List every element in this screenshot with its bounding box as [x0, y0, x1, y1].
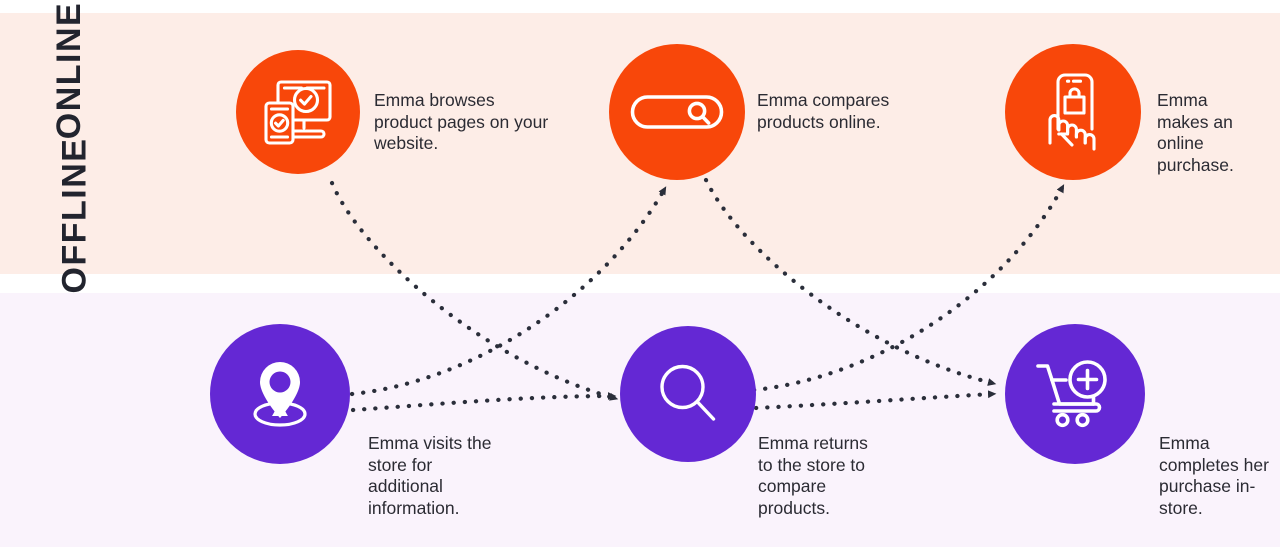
offline-step-2-caption: Emma returns to the store to compare pro…	[758, 433, 868, 518]
devices-check-icon	[264, 80, 332, 145]
offline-step-1-caption: Emma visits the store for additional inf…	[368, 433, 492, 518]
magnifier-icon	[660, 364, 716, 421]
offline-step-1-node[interactable]	[210, 324, 350, 464]
online-step-2-caption: Emma compares products online.	[757, 90, 890, 132]
online-step-1-node[interactable]	[236, 50, 360, 174]
mobile-shopping-hand-icon	[1048, 73, 1096, 151]
online-step-1-caption: Emma browses product pages on your websi…	[374, 90, 549, 153]
online-step-3-node[interactable]	[1005, 44, 1141, 180]
offline-step-3-caption: Emma completes her purchase in- store.	[1159, 433, 1269, 518]
search-bar-icon	[630, 95, 724, 129]
online-step-3-caption: Emma makes an online purchase.	[1157, 90, 1234, 175]
cart-plus-icon	[1036, 360, 1107, 428]
location-pin-icon	[253, 362, 307, 427]
offline-step-3-node[interactable]	[1005, 324, 1145, 464]
row-label-offline-text: OFFLINE	[55, 137, 94, 293]
offline-step-2-node[interactable]	[620, 326, 756, 462]
row-label-online-text: ONLINE	[50, 1, 89, 139]
online-step-2-node[interactable]	[609, 44, 745, 180]
